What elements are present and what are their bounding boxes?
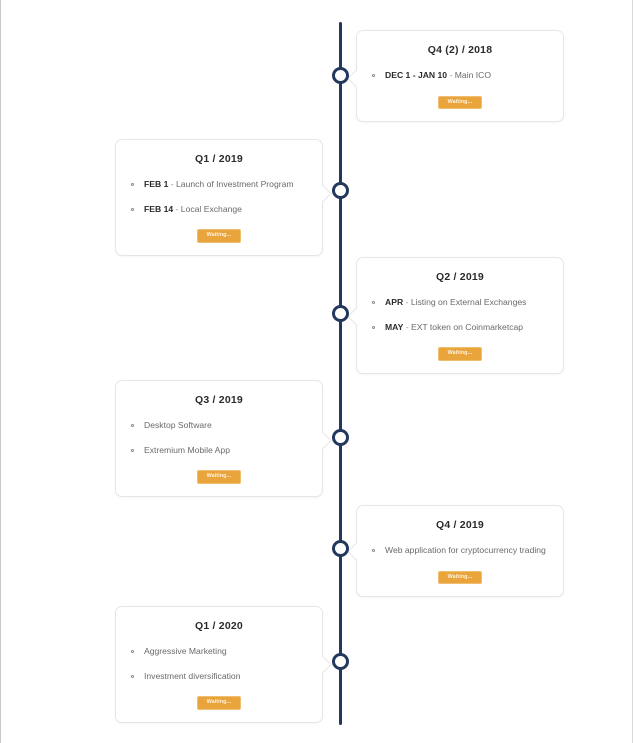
- milestone-item-text: Local Exchange: [180, 203, 242, 214]
- milestone-item-text: Extremium Mobile App: [144, 444, 230, 455]
- status-badge[interactable]: Waiting...: [196, 229, 242, 243]
- milestone-list-item: Investment diversification: [130, 671, 308, 683]
- milestone-list-item: FEB 1 - Launch of Investment Program: [130, 179, 308, 191]
- milestone-title-q1-2019: Q1 / 2019: [195, 153, 243, 165]
- milestone-list-item: Aggressive Marketing: [130, 646, 308, 658]
- status-badge[interactable]: Waiting...: [437, 570, 483, 584]
- status-badge-row: Waiting...: [130, 229, 308, 243]
- milestone-item-separator: -: [449, 70, 453, 80]
- card-pointer-notch: [313, 655, 332, 674]
- milestone-item-text: Aggressive Marketing: [144, 646, 227, 656]
- milestone-item-separator: -: [170, 179, 174, 189]
- milestone-item-text: EXT token on Coinmarketcap: [410, 321, 524, 332]
- milestone-item-date: APR: [385, 297, 404, 307]
- milestone-list-item: MAY - EXT token on Coinmarketcap: [371, 322, 549, 334]
- card-pointer-notch: [313, 184, 332, 203]
- status-badge-row: Waiting...: [130, 696, 308, 710]
- status-badge-row: Waiting...: [130, 470, 308, 484]
- milestone-item-text: Main ICO: [454, 70, 492, 80]
- milestone-list-item: FEB 14 - Local Exchange: [130, 204, 308, 216]
- card-pointer-notch: [347, 307, 366, 326]
- timeline-marker-q1-2020[interactable]: [332, 653, 349, 670]
- milestone-item-separator: -: [405, 297, 409, 307]
- milestone-list-item: APR - Listing on External Exchanges: [371, 297, 549, 309]
- milestone-list-item: Web application for cryptocurrency tradi…: [371, 545, 549, 557]
- milestone-title-q4-2019: Q4 / 2019: [436, 519, 484, 531]
- bullet-icon: [372, 325, 375, 329]
- milestone-list-item: Desktop Software: [130, 420, 308, 432]
- status-badge-row: Waiting...: [371, 95, 549, 109]
- status-badge[interactable]: Waiting...: [437, 347, 483, 361]
- milestone-item-list: Web application for cryptocurrency tradi…: [371, 545, 549, 557]
- milestone-item-text: Launch of Investment Program: [176, 179, 294, 189]
- bullet-icon: [131, 650, 134, 653]
- status-badge[interactable]: Waiting...: [437, 95, 483, 109]
- milestone-title-q4-2-2018: Q4 (2) / 2018: [427, 44, 493, 56]
- bullet-icon: [131, 183, 134, 186]
- timeline-marker-q1-2019[interactable]: [332, 182, 349, 199]
- card-pointer-notch: [347, 69, 366, 88]
- bullet-icon: [372, 301, 375, 304]
- bullet-icon: [372, 549, 375, 552]
- milestone-title-q3-2019: Q3 / 2019: [195, 394, 243, 406]
- timeline-marker-q3-2019[interactable]: [332, 429, 349, 446]
- status-badge-row: Waiting...: [371, 570, 549, 584]
- bullet-icon: [131, 207, 134, 211]
- milestone-item-list: DEC 1 - JAN 10 - Main ICO: [371, 70, 549, 82]
- card-pointer-notch: [313, 431, 332, 450]
- milestone-item-date: FEB 14: [144, 203, 174, 214]
- milestone-item-separator: -: [175, 203, 179, 214]
- status-badge[interactable]: Waiting...: [196, 470, 242, 484]
- status-badge-row: Waiting...: [371, 347, 549, 361]
- bullet-icon: [372, 74, 375, 77]
- bullet-icon: [131, 424, 134, 427]
- milestone-item-separator: -: [405, 321, 409, 332]
- milestone-item-text: Web application for cryptocurrency tradi…: [385, 545, 546, 555]
- milestone-item-text: Investment diversification: [144, 670, 241, 681]
- timeline-marker-q2-2019[interactable]: [332, 305, 349, 322]
- milestone-title-q1-2020: Q1 / 2020: [195, 620, 243, 632]
- timeline-marker-q4-2-2018[interactable]: [332, 67, 349, 84]
- bullet-icon: [131, 448, 134, 452]
- milestone-list-item: DEC 1 - JAN 10 - Main ICO: [371, 70, 549, 82]
- timeline-marker-q4-2019[interactable]: [332, 540, 349, 557]
- milestone-title-q2-2019: Q2 / 2019: [436, 271, 484, 283]
- timeline-spine: [339, 22, 342, 725]
- milestone-item-date: FEB 1: [144, 179, 169, 189]
- milestone-item-date: DEC 1 - JAN 10: [385, 70, 448, 80]
- milestone-list-item: Extremium Mobile App: [130, 445, 308, 457]
- card-pointer-notch: [347, 542, 366, 561]
- status-badge[interactable]: Waiting...: [196, 696, 242, 710]
- bullet-icon: [131, 674, 134, 678]
- milestone-item-text: Listing on External Exchanges: [410, 297, 527, 307]
- milestone-item-date: MAY: [385, 321, 404, 332]
- milestone-item-text: Desktop Software: [144, 420, 212, 430]
